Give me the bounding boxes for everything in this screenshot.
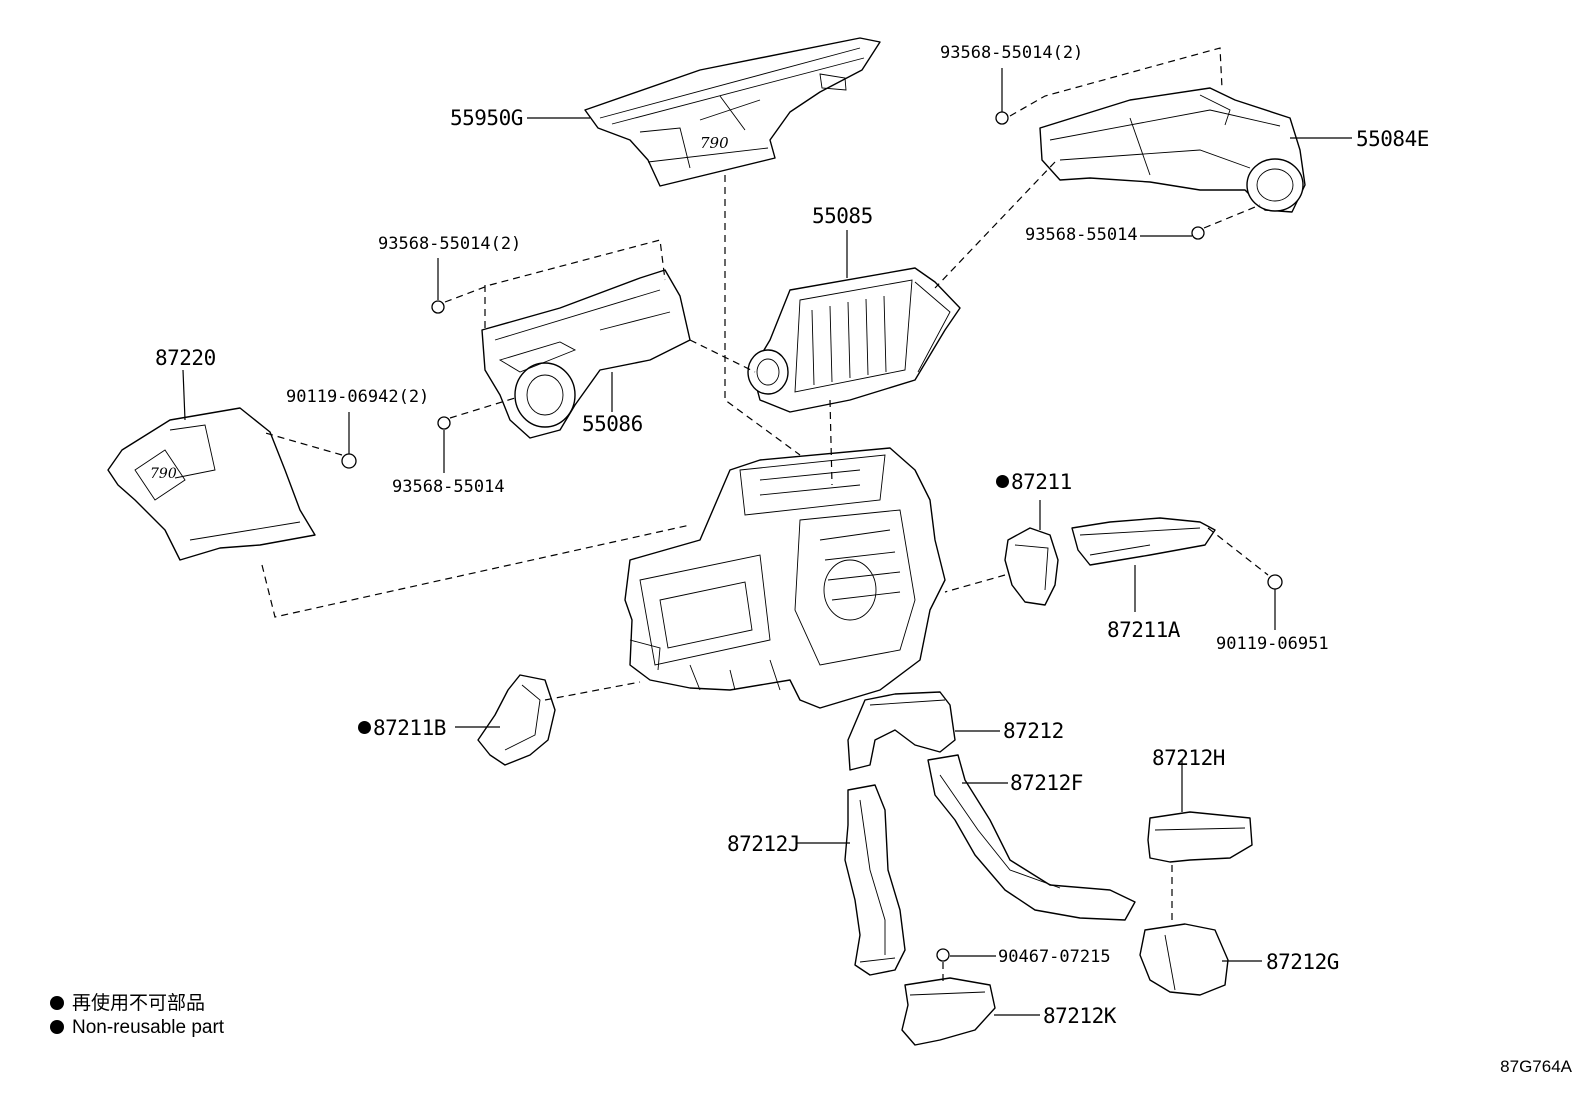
part-87212h [1147,811,1253,863]
part-55086-duct [481,269,691,439]
label-93568-55014-2-top: 93568-55014(2) [940,43,1084,63]
part-87211 [1004,527,1059,606]
non-reusable-dot-icon [996,475,1009,488]
diagram-code: 87G764A [1500,1057,1572,1076]
part-87211b [477,674,556,766]
part-87220-cover: 790 [107,407,316,561]
legend-dot-icon [50,1020,64,1034]
label-87212g: 87212G [1266,950,1339,974]
part-87212j [844,784,906,976]
label-87212k: 87212K [1043,1004,1116,1028]
label-55084e: 55084E [1356,127,1429,151]
label-55086: 55086 [582,412,643,436]
label-87220: 87220 [155,346,216,370]
legend-line-en: Non-reusable part [50,1018,224,1037]
part-87212f [927,754,1136,921]
label-87211-text: 87211 [1011,470,1072,494]
legend-text-en: Non-reusable part [72,1017,225,1038]
part-55950g-duct: 790 [584,37,881,187]
label-93568-55014-2-left: 93568-55014(2) [378,234,522,254]
label-55950g: 55950G [450,106,523,130]
part-55084e-duct [1039,87,1306,213]
part-87212 [847,691,956,771]
assembly-dashed-lines [261,47,1269,985]
label-87211b: 87211B [358,718,446,739]
label-87212: 87212 [1003,719,1064,743]
label-87212j: 87212J [727,832,800,856]
svg-text:790: 790 [700,134,729,152]
legend-text-jp: 再使用不可部品 [72,993,206,1014]
label-87211a: 87211A [1107,618,1180,642]
part-55085-unit [747,267,961,413]
label-90119-06951: 90119-06951 [1216,634,1329,654]
label-90119-06942-2: 90119-06942(2) [286,387,430,407]
label-90467-07215: 90467-07215 [998,947,1111,967]
part-87212k [901,977,996,1046]
label-87211b-text: 87211B [373,716,446,740]
label-87211: 87211 [996,472,1072,493]
svg-text:790: 790 [150,466,177,482]
part-87212g [1139,923,1229,996]
legend-dot-icon [50,996,64,1010]
leader-lines [182,68,1352,1016]
part-hvac-unit [624,447,946,709]
label-93568-55014-right: 93568-55014 [1025,225,1138,245]
bolt-icons [341,111,1283,962]
part-87211a [1071,517,1216,566]
label-87212f: 87212F [1010,771,1083,795]
non-reusable-dot-icon [358,721,371,734]
legend-line-jp: 再使用不可部品 [50,994,205,1013]
label-55085: 55085 [812,204,873,228]
label-87212h: 87212H [1152,746,1225,770]
label-93568-55014-left: 93568-55014 [392,477,505,497]
